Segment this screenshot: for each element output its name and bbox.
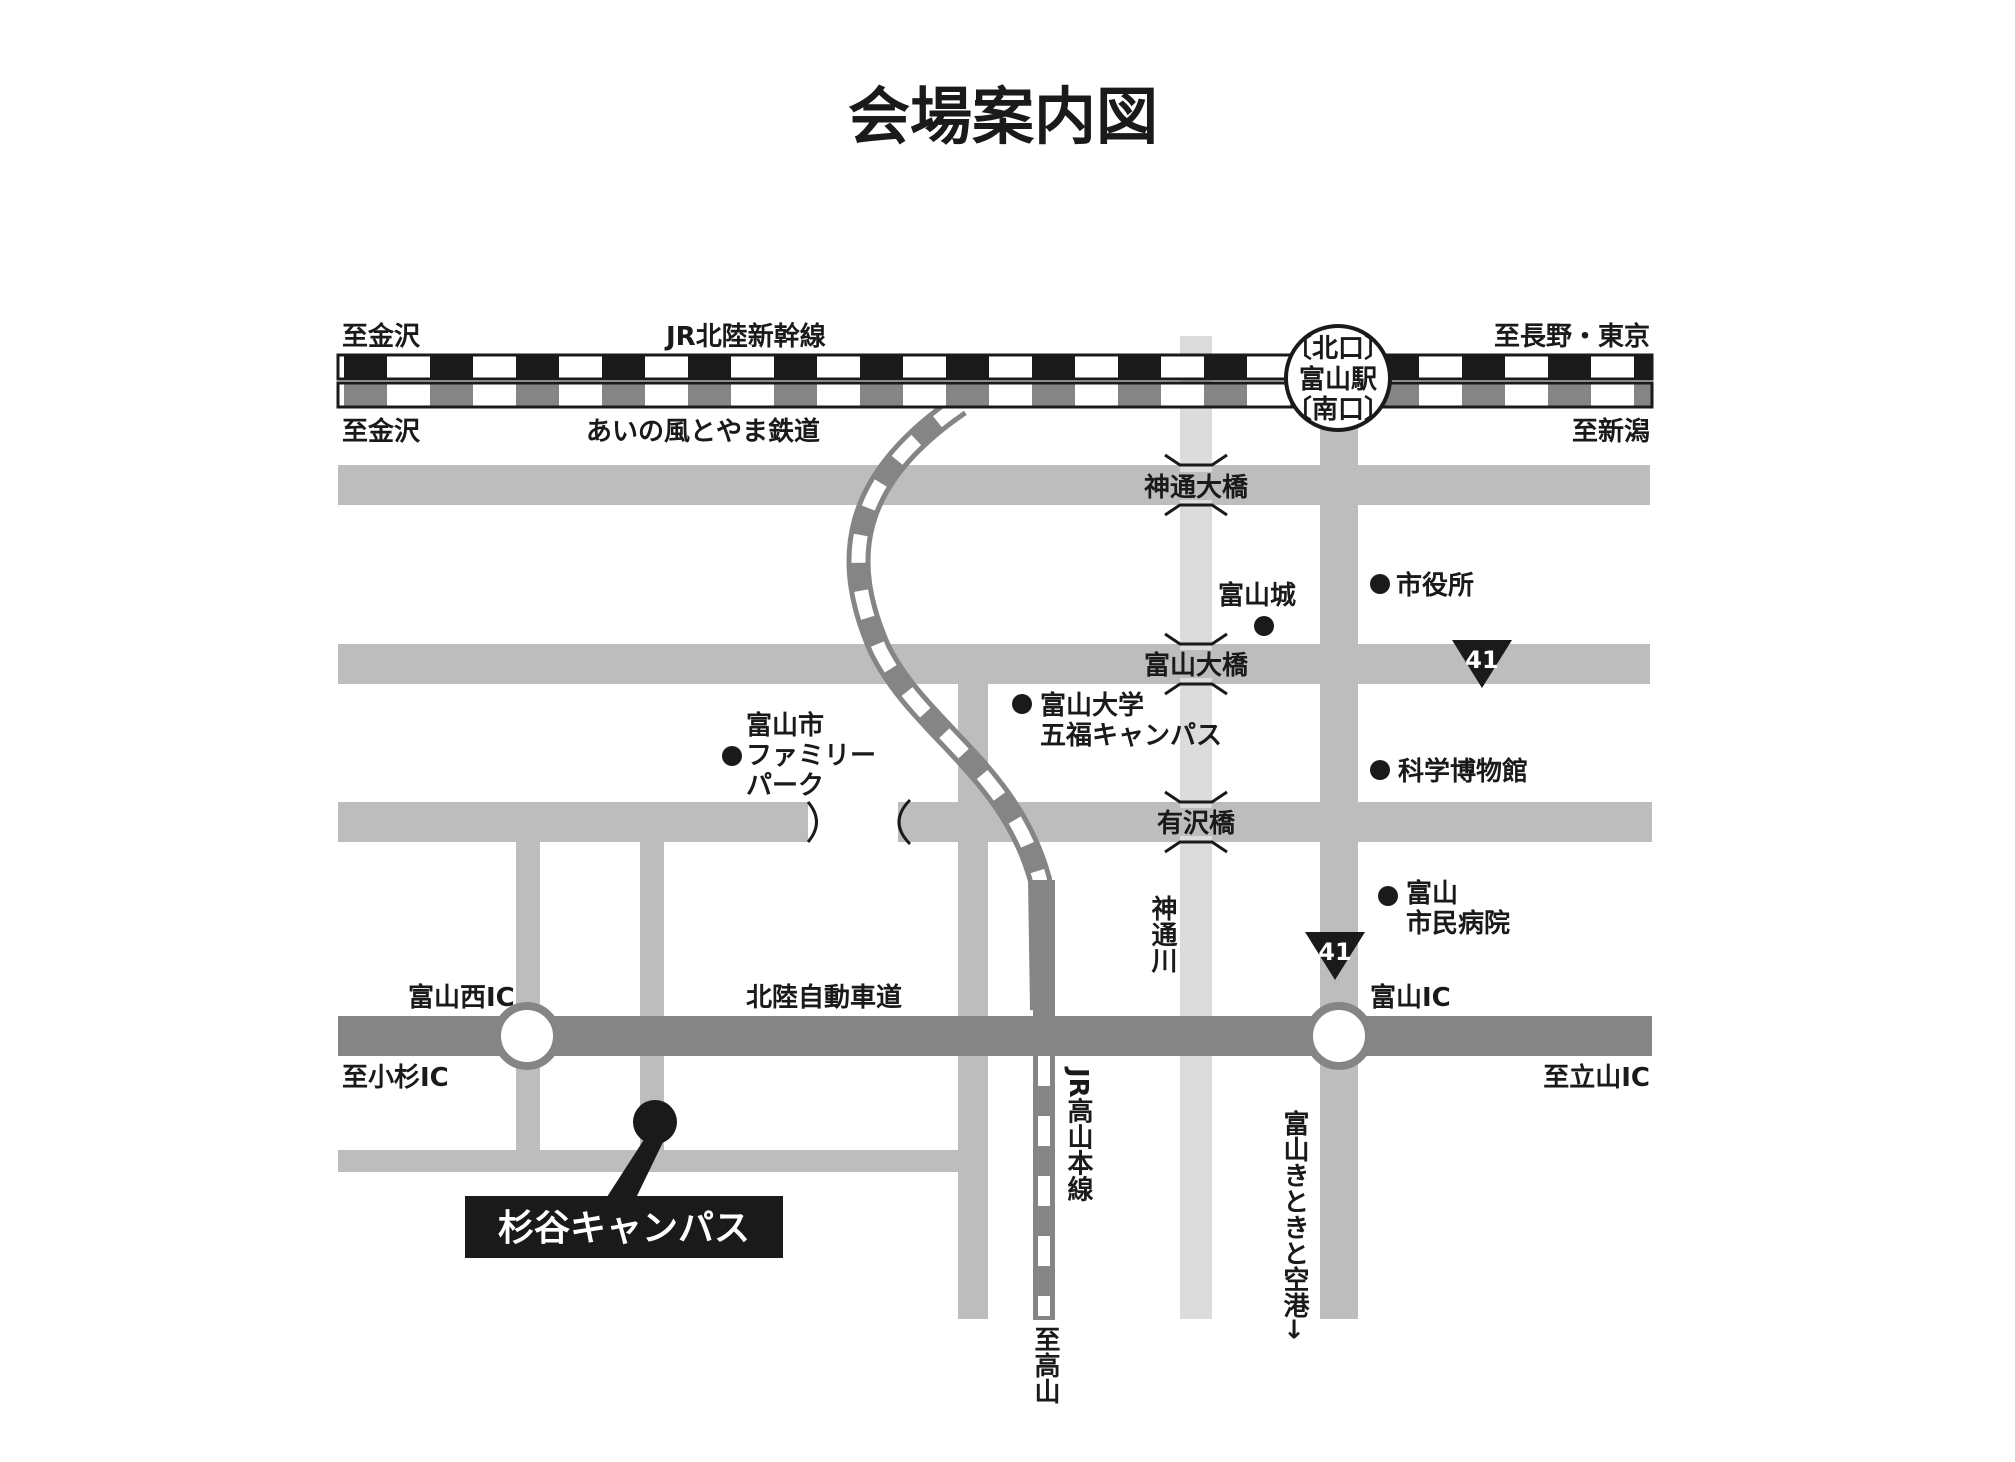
bridge-arisawa-label: 有沢橋 (1157, 809, 1236, 839)
road-end-cap-west (806, 801, 818, 843)
bridge-jinzu-ohashi: 神通大橋 (1142, 453, 1250, 517)
station-south-exit: 〔南口〕 (1286, 395, 1390, 425)
jinzu-river-label: 神通川 (1147, 895, 1177, 973)
road-end-cap-east (897, 798, 912, 846)
toyama-nishi-ic-label: 富山西IC (408, 982, 515, 1013)
university-label-2: 五福キャンパス (1040, 721, 1222, 751)
road-middle (338, 644, 1650, 684)
route-41-number-south: 41 (1318, 938, 1351, 966)
toyama-castle-dot (1254, 616, 1274, 636)
city-hospital-label-1: 富山 (1406, 878, 1458, 909)
bridge-toyama-ohashi-label: 富山大橋 (1144, 650, 1249, 681)
science-museum-dot (1370, 760, 1390, 780)
toyama-station (1284, 324, 1392, 432)
to-kosugi-ic: 至小杉IC (342, 1063, 449, 1093)
to-kanazawa-bottom: 至金沢 (342, 416, 421, 447)
station-north-exit: 〔北口〕 (1286, 334, 1390, 364)
takayama-line-label: JR高山本線 (1063, 1066, 1093, 1203)
toyama-nishi-ic-marker (493, 1002, 561, 1070)
sugitani-campus-callout (465, 1196, 783, 1258)
family-park-label-3: パーク (746, 771, 824, 801)
science-museum-label: 科学博物館 (1398, 756, 1528, 787)
sugitani-campus-pointer (605, 1138, 665, 1200)
city-hall-label: 市役所 (1396, 570, 1474, 601)
shinkansen-label: JR北陸新幹線 (664, 321, 826, 352)
toyama-ic-marker (1305, 1002, 1373, 1070)
to-niigata: 至新潟 (1572, 416, 1650, 447)
to-tateyama-ic: 至立山IC (1543, 1062, 1650, 1093)
toyama-castle-label: 富山城 (1218, 580, 1296, 611)
route-41-number-north: 41 (1465, 646, 1498, 674)
family-park-label-2: ファミリー (746, 741, 876, 771)
bridge-arisawa: 有沢橋 (1152, 790, 1240, 854)
city-hall-dot (1370, 574, 1390, 594)
city-hospital-label-2: 市民病院 (1406, 908, 1510, 939)
sugitani-campus-label: 杉谷キャンパス (498, 1208, 750, 1249)
sugitani-campus-marker (633, 1100, 677, 1144)
ainokaze-line (336, 381, 1654, 409)
bridge-toyama-ohashi: 富山大橋 (1142, 632, 1250, 696)
route-41-shield-north: 41 (1452, 640, 1512, 688)
road-v1 (516, 842, 540, 1150)
to-nagano-tokyo: 至長野・東京 (1494, 321, 1650, 352)
university-dot (1012, 694, 1032, 714)
station-name: 富山駅 (1299, 364, 1377, 395)
ainokaze-label: あいの風とやま鉄道 (586, 416, 820, 447)
page-title: 会場案内図 (848, 80, 1158, 153)
toyama-ic-label: 富山IC (1370, 982, 1451, 1013)
to-takayama: 至高山 (1030, 1326, 1060, 1404)
family-park-label-1: 富山市 (746, 710, 824, 741)
route-41-shield-south: 41 (1305, 932, 1365, 980)
shinkansen-line (336, 353, 1654, 381)
expressway-label: 北陸自動車道 (746, 982, 902, 1013)
to-kanazawa-top: 至金沢 (342, 321, 421, 352)
family-park-dot (722, 746, 742, 766)
airport-label: 富山きときと空港→ (1279, 1109, 1309, 1340)
road-north (338, 465, 1650, 505)
university-label-1: 富山大学 (1040, 690, 1144, 721)
road-arisawa-west (338, 802, 808, 842)
road-route41 (1320, 425, 1358, 1319)
takayama-line (1033, 880, 1055, 1320)
city-hospital-dot (1378, 886, 1398, 906)
bridge-jinzu-ohashi-label: 神通大橋 (1144, 473, 1249, 503)
